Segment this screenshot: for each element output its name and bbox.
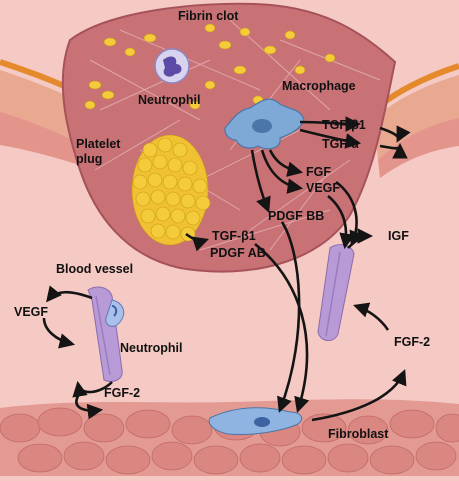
fgf2-right-label: FGF-2 xyxy=(394,335,430,349)
tgf-beta1-macrophage-label: TGF-β1 xyxy=(322,118,366,132)
tgf-alpha-label: TGF-α xyxy=(322,137,359,151)
platelet-plug xyxy=(131,134,211,246)
fgf-label: FGF xyxy=(306,165,331,179)
fibroblast-cell xyxy=(208,407,303,435)
pdgf-ab-label: PDGF AB xyxy=(210,246,266,260)
fgf2-left-label: FGF-2 xyxy=(104,386,140,400)
fibrin-clot-label: Fibrin clot xyxy=(178,9,239,23)
pdgf-bb-label: PDGF BB xyxy=(268,209,324,223)
platelet-plug-label-line1: Platelet xyxy=(76,137,121,151)
vegf-vessel-label: VEGF xyxy=(14,305,48,319)
signaling-arrows xyxy=(42,116,411,422)
blood-vessel-right xyxy=(317,244,355,341)
neutrophil-cell-top xyxy=(154,48,190,84)
subcutaneous-tissue xyxy=(0,399,459,476)
blood-vessel-label: Blood vessel xyxy=(56,262,133,276)
tgf-beta1-platelet-label: TGF-β1 xyxy=(212,229,256,243)
diagram-labels: Fibrin clot Neutrophil Macrophage Platel… xyxy=(14,9,430,441)
blood-vessel-left xyxy=(87,286,125,383)
neutrophil-top-label: Neutrophil xyxy=(138,93,201,107)
vegf-macrophage-label: VEGF xyxy=(306,181,340,195)
macrophage-label: Macrophage xyxy=(282,79,356,93)
platelet-plug-label-line2: plug xyxy=(76,152,102,166)
fibroblast-label: Fibroblast xyxy=(328,427,389,441)
macrophage-nucleus xyxy=(252,119,272,133)
neutrophil-vessel-label: Neutrophil xyxy=(120,341,183,355)
igf-label: IGF xyxy=(388,229,409,243)
